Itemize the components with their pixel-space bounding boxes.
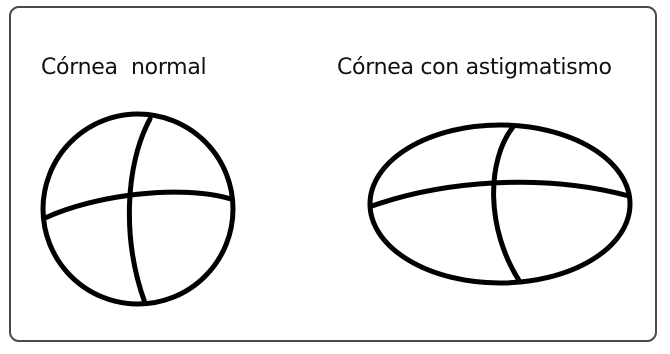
astigmatic-cornea [370, 125, 630, 283]
normal-cornea-horizontal-meridian [45, 192, 231, 218]
normal-cornea-vertical-meridian [129, 119, 150, 303]
normal-cornea [43, 114, 233, 304]
astigmatic-cornea-horizontal-meridian [372, 182, 629, 206]
astigmatic-cornea-vertical-meridian [494, 127, 520, 282]
